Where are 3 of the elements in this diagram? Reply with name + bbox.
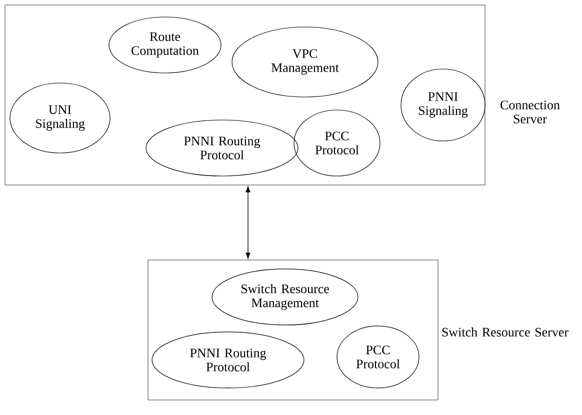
server-label: Switch Resource Server [442, 327, 568, 337]
server-label: Connection Server [500, 100, 560, 124]
double-arrow [246, 186, 250, 259]
